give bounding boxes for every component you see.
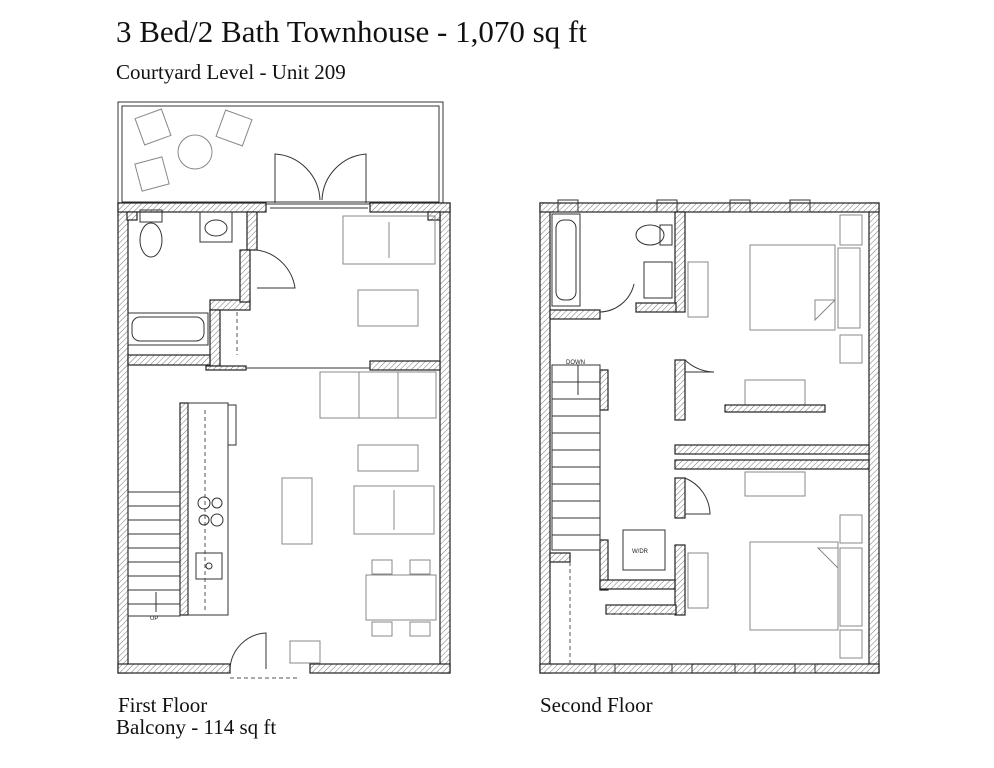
second-floor-bath-fixtures bbox=[551, 213, 673, 307]
second-floor-stair-label: DOWN bbox=[566, 360, 585, 366]
plan-title: 3 Bed/2 Bath Townhouse - 1,070 sq ft bbox=[116, 14, 587, 49]
bedroom-upper bbox=[687, 214, 863, 413]
first-floor-plan: UP bbox=[117, 101, 451, 679]
second-floor-plan: DOWN W/DR bbox=[539, 199, 880, 674]
first-floor-stair-label: UP bbox=[150, 616, 158, 622]
second-floor-label: Second Floor bbox=[540, 693, 653, 717]
first-floor-furniture bbox=[281, 215, 437, 664]
first-floor-stairs: UP bbox=[127, 491, 181, 622]
first-floor-bath-fixtures bbox=[127, 209, 238, 355]
second-floor-left-wall bbox=[539, 202, 551, 674]
bedroom-lower bbox=[608, 471, 863, 659]
first-floor-left-wall bbox=[117, 202, 129, 674]
second-floor-stairs: DOWN bbox=[551, 360, 601, 551]
second-floor-right-wall bbox=[868, 202, 880, 674]
first-floor-kitchen bbox=[179, 402, 237, 616]
balcony bbox=[117, 101, 444, 205]
balcony-area-label: Balcony - 114 sq ft bbox=[116, 715, 277, 739]
first-floor-label: First Floor bbox=[118, 693, 208, 717]
first-floor-right-wall bbox=[439, 202, 451, 674]
first-floor-entry-door bbox=[229, 632, 267, 670]
laundry-label: W/DR bbox=[632, 549, 649, 555]
laundry-closet: W/DR bbox=[622, 529, 666, 571]
plan-subtitle: Courtyard Level - Unit 209 bbox=[116, 60, 346, 84]
balcony-door bbox=[270, 153, 368, 209]
